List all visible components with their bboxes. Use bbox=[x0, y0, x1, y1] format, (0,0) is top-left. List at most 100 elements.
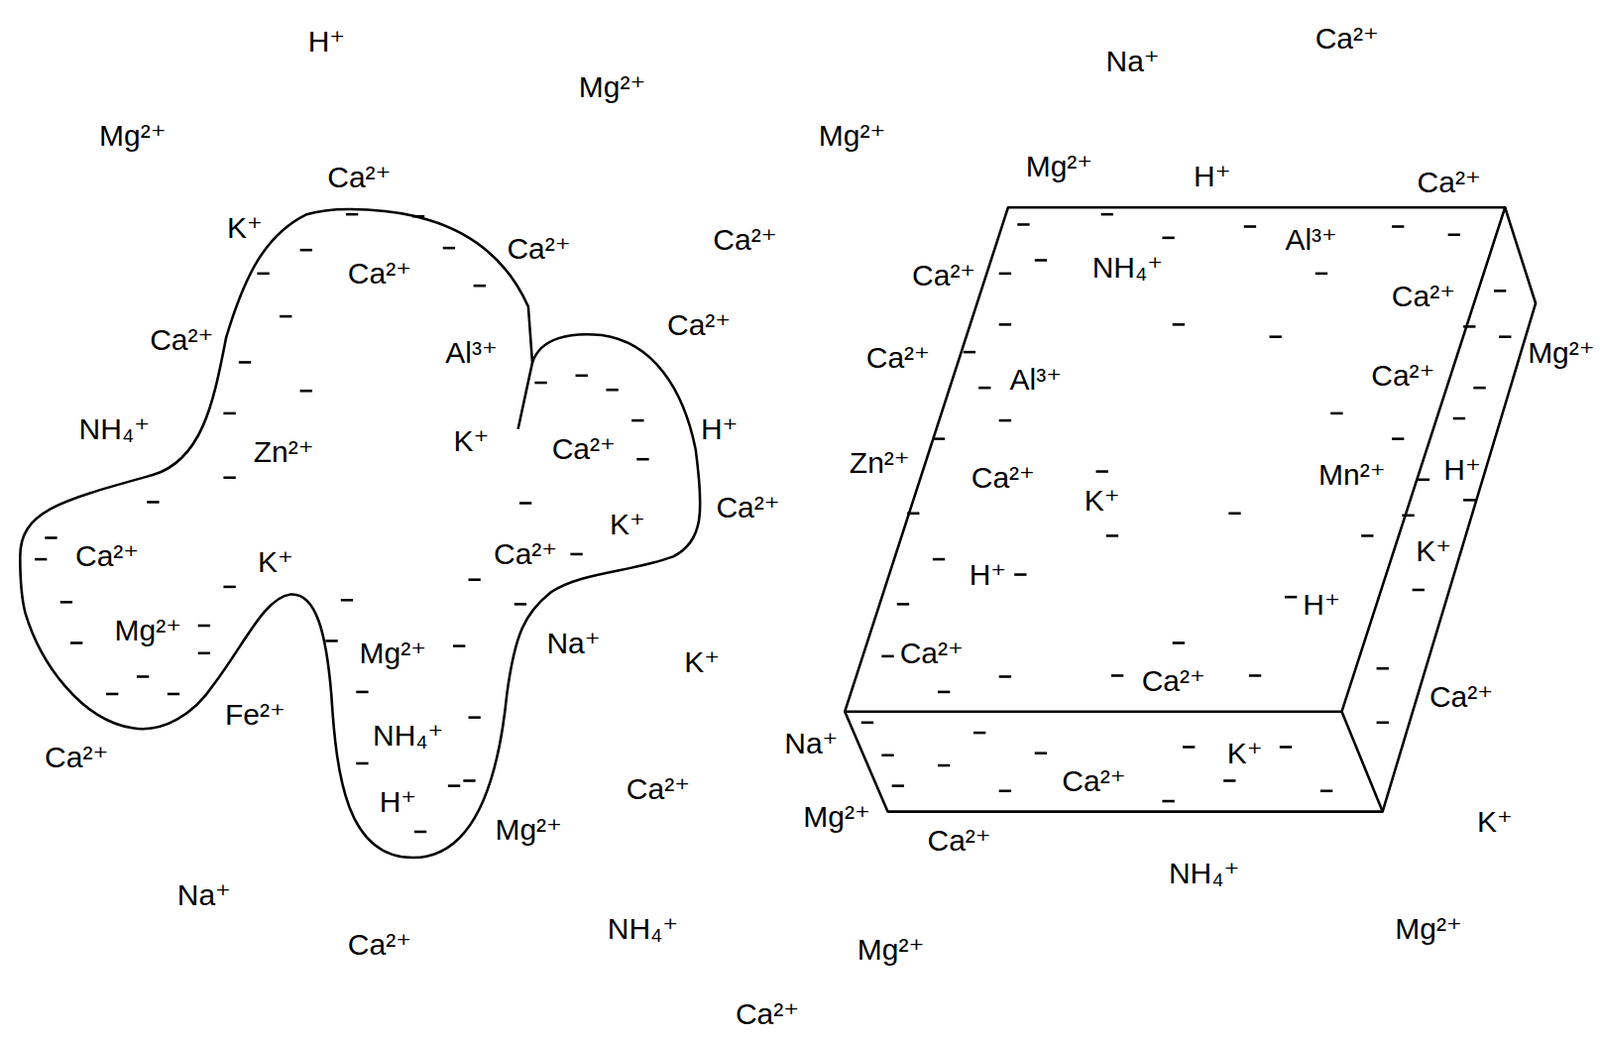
negative-charge bbox=[892, 784, 905, 788]
ion-label: NH₄⁺ bbox=[79, 412, 150, 446]
negative-charge bbox=[1161, 800, 1174, 803]
negative-charge bbox=[467, 715, 480, 719]
negative-charge bbox=[1473, 386, 1486, 390]
ion-label: NH₄⁺ bbox=[372, 718, 444, 752]
negative-charge bbox=[999, 675, 1012, 679]
ion-label: Ca²⁺ bbox=[1142, 664, 1206, 697]
negative-charge bbox=[1412, 588, 1425, 592]
negative-charge bbox=[1391, 225, 1404, 229]
ion-label: H⁺ bbox=[308, 24, 346, 58]
negative-charge bbox=[256, 272, 269, 276]
negative-charge bbox=[136, 675, 149, 679]
ion-label: K⁺ bbox=[257, 545, 294, 578]
negative-charge bbox=[279, 315, 292, 319]
negative-charge bbox=[198, 624, 211, 628]
outline-stroke bbox=[844, 207, 1505, 711]
negative-charge bbox=[34, 558, 47, 562]
negative-charge bbox=[1284, 595, 1297, 599]
negative-charge bbox=[881, 655, 894, 659]
ion-label: Mg²⁺ bbox=[818, 118, 887, 152]
ion-label: Al³⁺ bbox=[445, 336, 498, 369]
ion-label: Ca²⁺ bbox=[552, 432, 616, 465]
negative-charge bbox=[514, 602, 527, 606]
negative-charge bbox=[198, 652, 211, 656]
negative-charge bbox=[448, 784, 460, 788]
ion-label: Ca²⁺ bbox=[900, 636, 964, 670]
negative-charge bbox=[932, 558, 945, 562]
negative-charge bbox=[1161, 236, 1174, 240]
ion-label: K⁺ bbox=[1227, 736, 1263, 770]
ion-label: Zn²⁺ bbox=[849, 446, 911, 479]
negative-charge bbox=[443, 246, 456, 250]
ion-label: H⁺ bbox=[1443, 453, 1482, 486]
negative-charge bbox=[937, 690, 950, 694]
negative-charge bbox=[223, 412, 235, 416]
ion-label: Mg²⁺ bbox=[359, 636, 428, 670]
ion-label: Ca²⁺ bbox=[712, 223, 777, 256]
ion-label: Ca²⁺ bbox=[715, 490, 780, 524]
negative-charge bbox=[534, 381, 547, 385]
negative-charge bbox=[1101, 213, 1114, 217]
ion-label: H⁺ bbox=[1193, 159, 1232, 193]
negative-charge bbox=[963, 350, 976, 354]
negative-charge bbox=[999, 789, 1012, 793]
negative-charge bbox=[167, 692, 180, 696]
negative-charge bbox=[881, 753, 894, 757]
negative-charge bbox=[467, 577, 480, 581]
negative-charge bbox=[355, 762, 368, 766]
negative-charge bbox=[1249, 674, 1261, 678]
ion-label: Mg²⁺ bbox=[1394, 912, 1463, 945]
ion-label: H⁺ bbox=[1302, 587, 1341, 621]
ion-label: NH₄⁺ bbox=[1168, 856, 1240, 890]
ion-label: Mg²⁺ bbox=[114, 613, 182, 647]
negative-charge bbox=[631, 419, 644, 423]
negative-charge bbox=[1034, 751, 1047, 755]
negative-charge bbox=[1448, 232, 1461, 236]
ion-label: Na⁺ bbox=[784, 726, 838, 760]
negative-charge bbox=[1493, 289, 1506, 293]
negative-charge bbox=[1320, 789, 1333, 793]
negative-charge bbox=[1223, 779, 1236, 783]
ion-label: H⁺ bbox=[379, 785, 418, 818]
particle-outline bbox=[9, 194, 714, 868]
clay-crystal: Al³⁺NH₄⁺Ca²⁺Al³⁺Ca²⁺Mn²⁺H⁺Ca²⁺K⁺K⁺H⁺H⁺Ca… bbox=[836, 199, 1546, 822]
ion-label: Ca²⁺ bbox=[926, 823, 991, 857]
negative-charge bbox=[1268, 335, 1281, 339]
ion-label: H⁺ bbox=[700, 412, 739, 446]
ion-label: Fe²⁺ bbox=[225, 697, 286, 731]
negative-charge bbox=[519, 501, 532, 505]
humus-particle: Ca²⁺Al³⁺K⁺Zn²⁺Ca²⁺K⁺Ca²⁺K⁺Ca²⁺Mg²⁺Mg²⁺NH… bbox=[9, 194, 714, 868]
ion-label: Mg²⁺ bbox=[857, 932, 925, 966]
outline-stroke bbox=[20, 209, 701, 858]
negative-charge bbox=[1172, 323, 1185, 327]
ion-label: Ca²⁺ bbox=[1315, 21, 1379, 55]
ion-label: Na⁺ bbox=[177, 878, 231, 912]
outline-stroke bbox=[844, 207, 1536, 811]
ion-label: Na⁺ bbox=[546, 626, 600, 660]
negative-charge bbox=[1172, 641, 1185, 645]
ion-label: Ca²⁺ bbox=[347, 927, 412, 961]
ion-label: Ca²⁺ bbox=[327, 160, 391, 194]
ion-label: Na⁺ bbox=[1105, 44, 1159, 78]
negative-charge bbox=[636, 457, 649, 461]
negative-charge bbox=[1463, 498, 1476, 502]
negative-charge bbox=[1228, 511, 1241, 515]
negative-charge bbox=[44, 536, 57, 540]
ion-label: Al³⁺ bbox=[1284, 223, 1338, 256]
ion-label: Zn²⁺ bbox=[253, 435, 315, 468]
negative-charge bbox=[1417, 478, 1430, 482]
negative-charge bbox=[1096, 469, 1109, 473]
ion-label: Ca²⁺ bbox=[506, 231, 571, 265]
ion-label: Ca²⁺ bbox=[1061, 764, 1126, 798]
ion-label: Mg²⁺ bbox=[1527, 336, 1596, 369]
ion-label: NH₄⁺ bbox=[607, 912, 679, 945]
ion-label: Ca²⁺ bbox=[347, 256, 412, 290]
negative-charge bbox=[999, 272, 1012, 276]
ion-label: Ca²⁺ bbox=[1417, 165, 1482, 199]
negative-charge bbox=[973, 731, 986, 735]
ion-label: Mg²⁺ bbox=[578, 70, 647, 104]
negative-charge bbox=[341, 598, 353, 602]
ion-label: H⁺ bbox=[969, 558, 1008, 591]
negative-charge bbox=[223, 585, 235, 589]
